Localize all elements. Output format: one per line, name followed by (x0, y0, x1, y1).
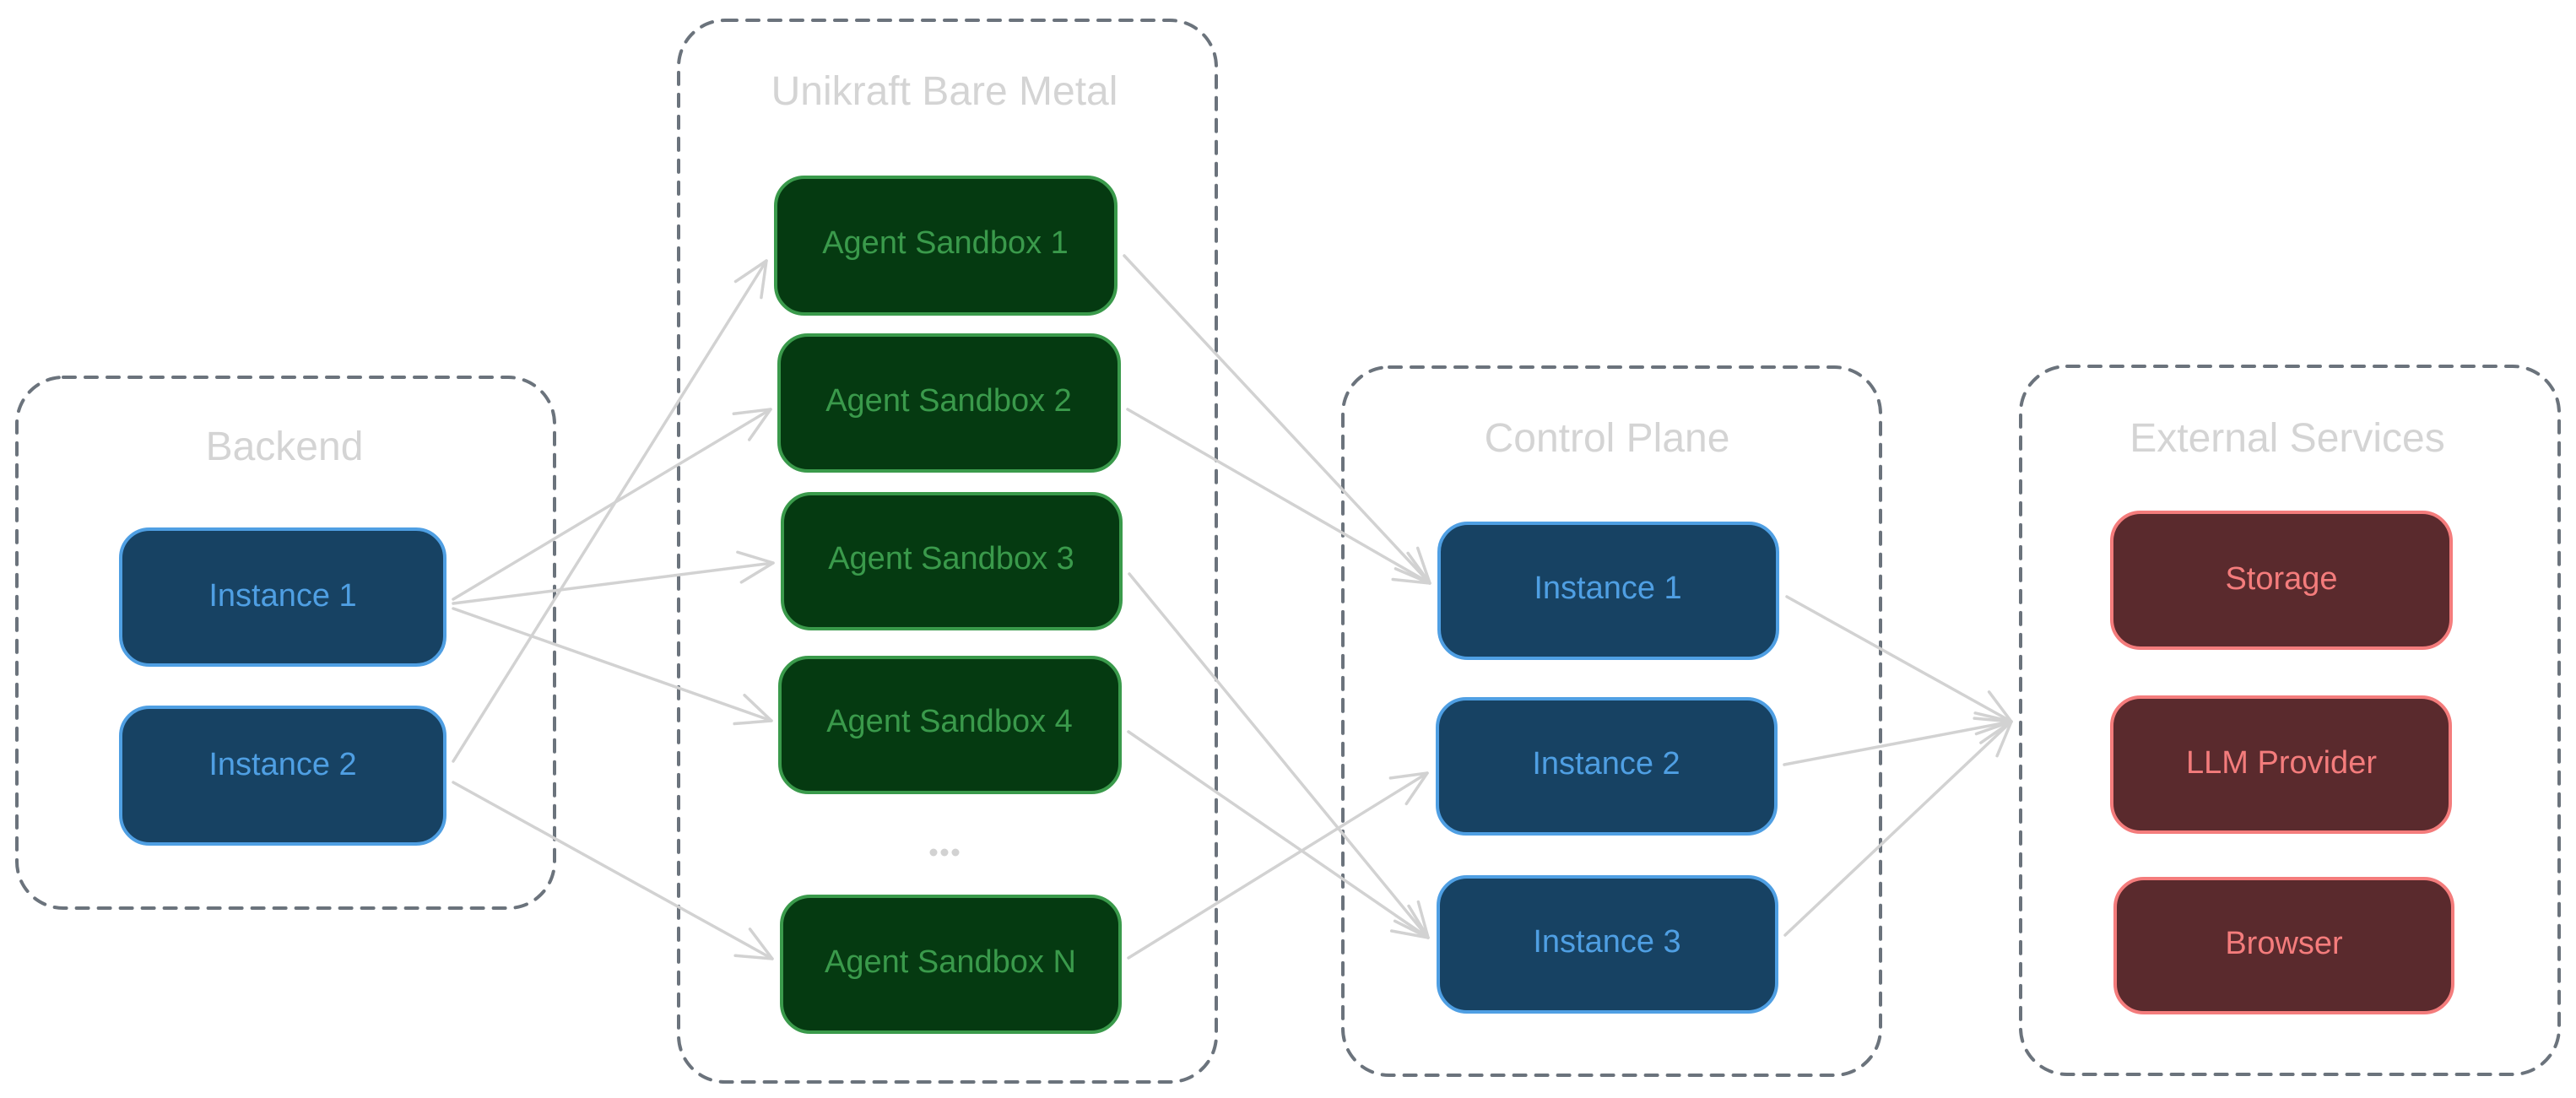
edge-sb4-to-cp3 (1127, 730, 1430, 939)
node-backend-instance-1[interactable]: Instance 1 (119, 527, 446, 667)
node-box (778, 656, 1122, 794)
node-control-plane-instance-2[interactable]: Instance 2 (1436, 697, 1778, 836)
node-box (777, 333, 1121, 473)
node-label: Agent Sandbox 2 (825, 383, 1072, 419)
edge-be1-to-sb2 (452, 408, 772, 601)
node-label: Storage (2225, 561, 2337, 597)
edge-line (452, 607, 773, 722)
edge-sb3-to-cp3 (1128, 572, 1430, 939)
group-frame-control-plane (1341, 365, 1882, 1077)
edge-sbn-to-cp2 (1127, 771, 1429, 960)
arrowhead-icon (733, 928, 774, 960)
edge-line (452, 561, 775, 605)
node-label: Instance 1 (1534, 571, 1681, 606)
edge-cp2-to-external (1783, 711, 2013, 766)
arrowhead-icon (1391, 551, 1431, 585)
group-title-control-plane: Control Plane (1485, 416, 1730, 461)
node-control-plane-instance-3[interactable]: Instance 3 (1437, 875, 1778, 1014)
node-box (774, 176, 1118, 316)
node-box (119, 706, 446, 846)
node-agent-sandbox-1[interactable]: Agent Sandbox 1 (774, 176, 1118, 316)
node-control-plane-instance-1[interactable]: Instance 1 (1437, 522, 1779, 660)
node-box (2110, 511, 2453, 650)
edge-line (1123, 254, 1431, 585)
arrowhead-icon (733, 259, 768, 300)
group-unikraft: Unikraft Bare Metal (677, 19, 1218, 1084)
edges-layer (452, 254, 2013, 960)
node-agent-sandbox-2[interactable]: Agent Sandbox 2 (777, 333, 1121, 473)
edge-line (1783, 720, 2013, 937)
group-frame-unikraft (677, 19, 1218, 1084)
edge-line (1785, 595, 2013, 723)
node-box (1437, 522, 1779, 660)
edge-be2-to-sb1 (452, 259, 768, 763)
edge-line (1783, 720, 2013, 766)
edge-sb1-to-cp1 (1123, 254, 1431, 585)
edge-line (1128, 572, 1430, 939)
node-box (1437, 875, 1778, 1014)
node-label: Instance 3 (1533, 924, 1680, 960)
group-title-backend: Backend (206, 425, 364, 469)
node-label: LLM Provider (2186, 745, 2377, 781)
edge-line (1127, 730, 1430, 939)
node-agent-sandbox-4[interactable]: Agent Sandbox 4 (778, 656, 1122, 794)
edge-cp3-to-external (1783, 720, 2013, 937)
group-frame-external-services (2019, 365, 2561, 1076)
node-label: Browser (2225, 926, 2343, 961)
node-box (781, 492, 1123, 630)
node-box (780, 895, 1122, 1034)
node-label: Agent Sandbox N (825, 944, 1076, 980)
group-title-external-services: External Services (2130, 416, 2444, 461)
ellipsis-more-sandboxes (929, 848, 960, 857)
arrowhead-icon (1388, 771, 1429, 806)
node-label: Agent Sandbox 1 (822, 225, 1069, 261)
edge-cp1-to-external (1785, 595, 2013, 723)
ellipsis-dot (929, 848, 938, 857)
edge-line (1126, 408, 1431, 585)
node-box (2110, 695, 2452, 834)
group-title-unikraft: Unikraft Bare Metal (771, 69, 1118, 114)
arrowhead-icon (732, 408, 772, 441)
arrowhead-icon (1974, 720, 2013, 758)
node-box (2113, 877, 2454, 1014)
node-box (119, 527, 446, 667)
node-backend-instance-2[interactable]: Instance 2 (119, 706, 446, 846)
edge-sb2-to-cp1 (1126, 408, 1431, 585)
node-label: Agent Sandbox 3 (828, 541, 1074, 576)
node-external-storage[interactable]: Storage (2110, 511, 2453, 650)
arrowhead-icon (736, 550, 775, 584)
edge-line (452, 259, 768, 763)
edge-line (452, 408, 772, 601)
edge-line (452, 781, 774, 960)
edge-be1-to-sb3 (452, 550, 775, 605)
group-control-plane: Control Plane (1341, 365, 1882, 1077)
node-agent-sandbox-3[interactable]: Agent Sandbox 3 (781, 492, 1123, 630)
node-agent-sandbox-n[interactable]: Agent Sandbox N (780, 895, 1122, 1034)
node-box (1436, 697, 1778, 836)
node-label: Instance 2 (208, 747, 356, 782)
ellipsis-dot (940, 848, 949, 857)
arrowhead-icon (733, 693, 773, 726)
arrowhead-icon (1389, 904, 1430, 939)
node-external-llm-provider[interactable]: LLM Provider (2110, 695, 2452, 834)
edge-line (1127, 771, 1429, 960)
edge-be1-to-sb4 (452, 607, 773, 726)
node-label: Agent Sandbox 4 (826, 704, 1073, 739)
ellipsis-dot (951, 848, 960, 857)
node-label: Instance 2 (1532, 746, 1680, 782)
node-external-browser[interactable]: Browser (2113, 877, 2454, 1014)
edge-be2-to-sbn (452, 781, 774, 960)
node-label: Instance 1 (208, 578, 356, 614)
group-external-services: External Services (2019, 365, 2561, 1076)
